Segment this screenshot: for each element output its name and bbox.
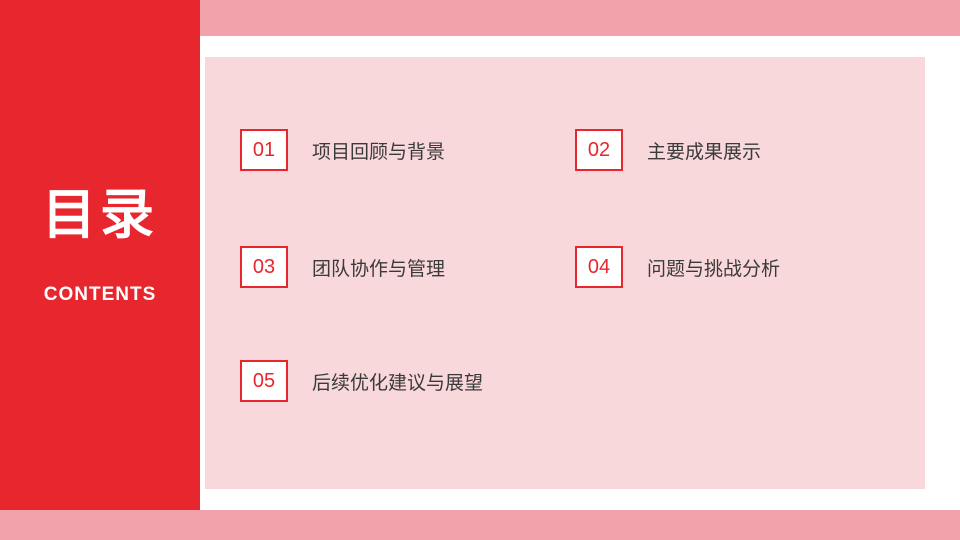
toc-item-label: 团队协作与管理 (312, 258, 446, 280)
toc-number-badge: 02 (575, 129, 623, 171)
toc-number-badge: 04 (575, 246, 623, 288)
toc-item-1: 01 项目回顾与背景 (240, 129, 445, 171)
sidebar: 目录 CONTENTS (0, 0, 200, 510)
contents-panel: 01 项目回顾与背景 02 主要成果展示 03 团队协作与管理 04 问题与挑战… (205, 57, 925, 489)
toc-item-3: 03 团队协作与管理 (240, 246, 445, 288)
toc-item-label: 主要成果展示 (647, 141, 762, 163)
toc-item-label: 项目回顾与背景 (312, 141, 446, 163)
toc-number-badge: 01 (240, 129, 288, 171)
toc-number-badge: 03 (240, 246, 288, 288)
toc-item-label: 问题与挑战分析 (647, 258, 781, 280)
toc-item-4: 04 问题与挑战分析 (575, 246, 780, 288)
toc-number-badge: 05 (240, 360, 288, 402)
bottom-accent-strip (0, 510, 960, 540)
page-subtitle: CONTENTS (43, 284, 157, 305)
toc-item-label: 后续优化建议与展望 (312, 372, 484, 394)
page-title: 目录 (42, 185, 158, 245)
toc-item-5: 05 后续优化建议与展望 (240, 360, 483, 402)
toc-item-2: 02 主要成果展示 (575, 129, 761, 171)
